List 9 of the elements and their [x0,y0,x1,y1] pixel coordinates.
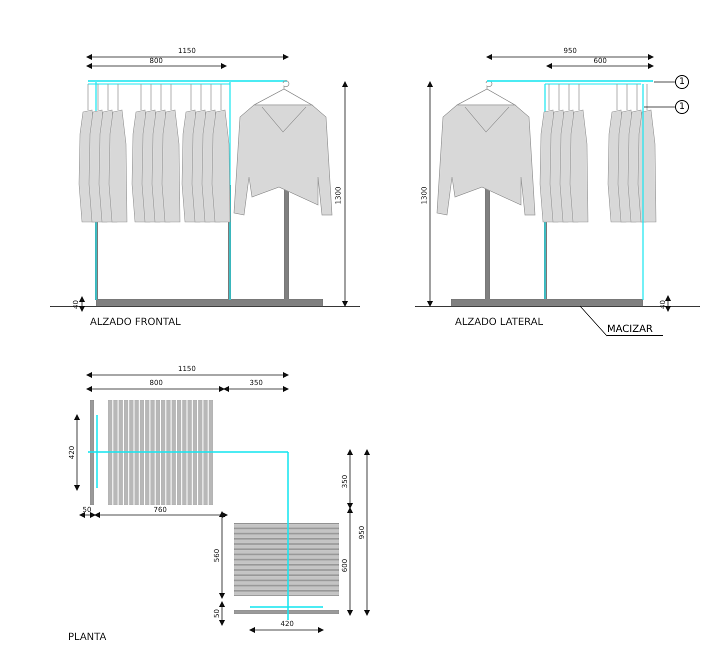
base-plate [451,299,643,306]
view-title: ALZADO FRONTAL [90,318,181,328]
view-title: PLANTA [68,633,106,643]
callout-number: 1 [675,100,689,114]
callout-number: 1 [675,75,689,89]
leader-line [644,106,676,108]
leader-line [580,306,608,336]
note-label: MACIZAR [607,324,663,336]
view-title: ALZADO LATERAL [455,318,544,328]
